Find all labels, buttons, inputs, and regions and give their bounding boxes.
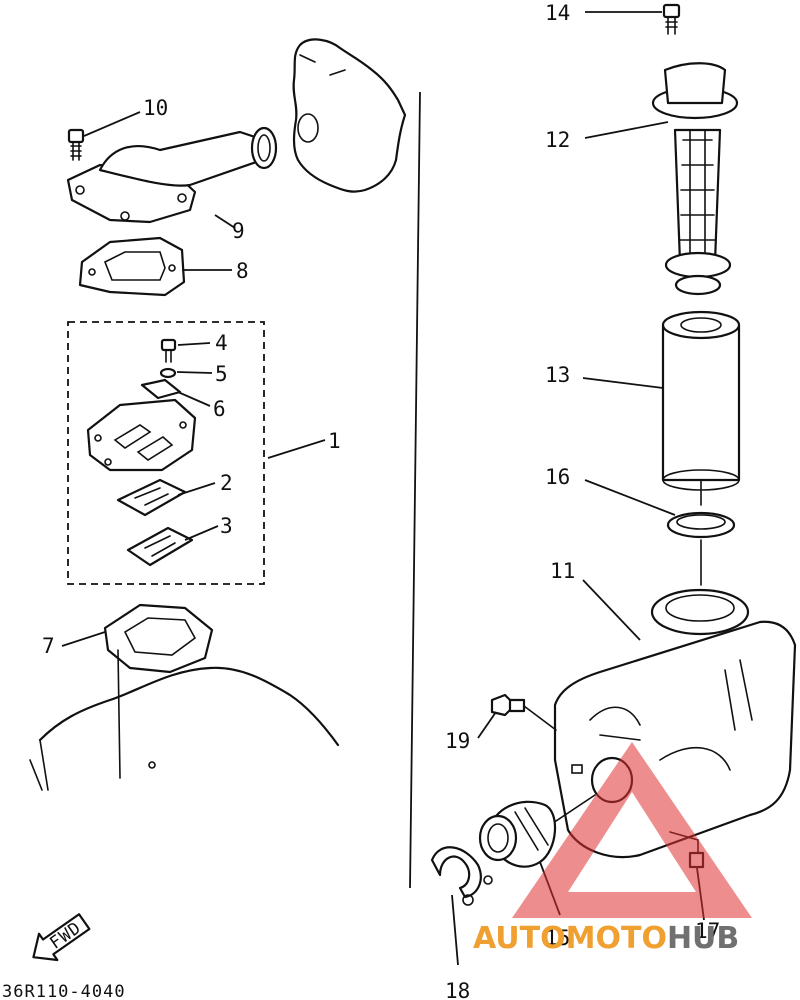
intake-elbow-9	[66, 126, 278, 224]
label-18: 18	[445, 979, 470, 1000]
label-4: 4	[215, 331, 228, 355]
automotohub-watermark: AUTOMOTOHUB	[473, 742, 752, 956]
label-9: 9	[232, 219, 245, 243]
label-13: 13	[545, 363, 570, 387]
gasket-7-guide-line	[117, 649, 121, 779]
washer-5	[159, 367, 177, 379]
watermark-hub: HUB	[667, 921, 739, 956]
gasket-7	[103, 603, 214, 674]
label-14: 14	[545, 1, 570, 25]
label-2: 2	[220, 471, 233, 495]
engine-block-outline	[292, 38, 407, 193]
label-12: 12	[545, 128, 570, 152]
o-ring-16	[666, 511, 736, 539]
part-code: 36R110-4040	[2, 982, 126, 1000]
bolt-10	[67, 128, 85, 161]
label-16: 16	[545, 465, 570, 489]
label-8: 8	[236, 259, 249, 283]
label-17: 17	[695, 919, 720, 943]
reed-valve-body	[86, 398, 197, 472]
bolt-19	[490, 693, 526, 717]
oil-strainer-12	[651, 62, 739, 296]
fwd-arrow: FWD	[32, 913, 91, 962]
label-11: 11	[550, 559, 575, 583]
watermark-moto: MOTO	[566, 921, 667, 956]
filter-element-13	[661, 310, 741, 491]
assembly-divider-line	[409, 91, 421, 889]
reed-2	[116, 478, 187, 517]
crankcase-outline	[38, 666, 340, 747]
label-10: 10	[143, 96, 168, 120]
svg-text:AUTOMOTOHUB: AUTOMOTOHUB	[473, 921, 739, 956]
label-5: 5	[215, 362, 228, 386]
label-1: 1	[328, 429, 341, 453]
watermark-triangle-logo	[512, 742, 752, 918]
gasket-8	[78, 236, 186, 297]
bolt-14	[662, 3, 681, 35]
reed-gasket-3	[126, 526, 194, 567]
callout-labels: 1 2 3 4 5 6 7 8 9 10 11 12 13 14 15 16 1…	[42, 1, 720, 1000]
label-19: 19	[445, 729, 470, 753]
watermark-auto: AUTO	[473, 921, 566, 956]
screw-4	[160, 338, 177, 363]
label-15: 15	[545, 926, 570, 950]
plug-15	[478, 800, 557, 868]
circlip-18	[430, 846, 482, 899]
leader-lines	[61, 11, 705, 966]
label-3: 3	[220, 514, 233, 538]
label-7: 7	[42, 634, 55, 658]
stopper-6	[140, 378, 182, 400]
reed-valve-assembly-box	[67, 321, 265, 585]
label-6: 6	[213, 397, 226, 421]
